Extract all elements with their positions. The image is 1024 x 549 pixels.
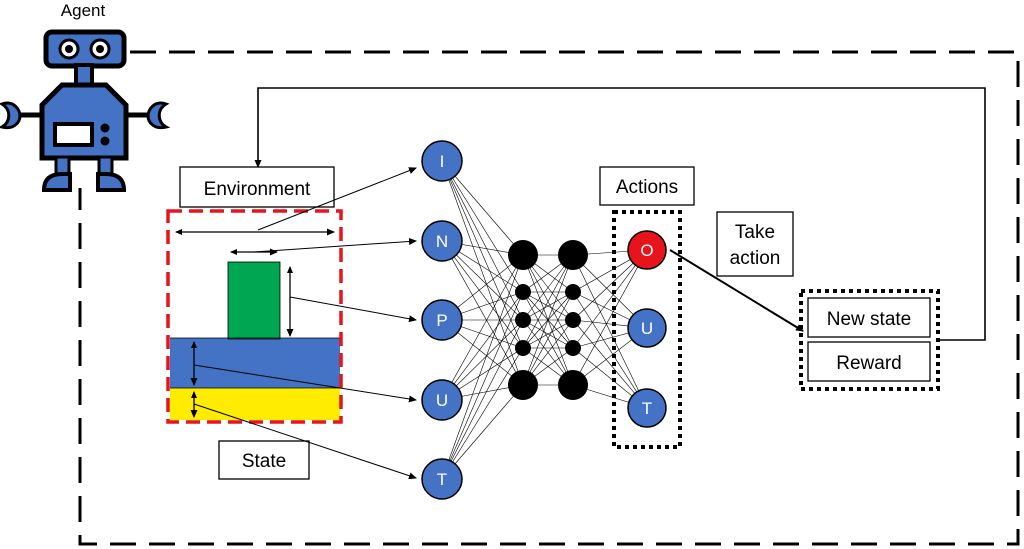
hidden-node (515, 312, 531, 328)
input-node: P (421, 299, 463, 341)
actions-box: Actions (599, 166, 695, 206)
blue-layer (170, 338, 340, 388)
take-action-line1: Take (735, 222, 775, 243)
output-node-label: U (641, 319, 653, 338)
agent-label: Agent (61, 1, 106, 20)
state-label: State (242, 451, 286, 472)
input-node-label: U (436, 391, 448, 410)
take-action-box: Take action (716, 211, 794, 277)
take-action-line2: action (730, 248, 781, 269)
hidden-node (558, 240, 588, 270)
input-node: U (421, 379, 463, 421)
hidden-node (565, 312, 581, 328)
output-group-border (612, 210, 682, 449)
actions-label: Actions (616, 177, 678, 198)
output-node: U (627, 308, 667, 348)
yellow-layer (170, 388, 340, 420)
input-node-label: I (440, 152, 445, 171)
input-node: T (421, 458, 463, 500)
feedback-loop-arrow (254, 87, 986, 341)
output-layer: O U T (627, 230, 667, 428)
hidden-node (508, 240, 538, 270)
output-node-label: O (640, 241, 653, 260)
input-node-label: N (436, 232, 448, 251)
hidden-node (558, 370, 588, 400)
input-node: N (421, 220, 463, 262)
agent-boundary (78, 50, 1020, 546)
input-node: I (421, 140, 463, 182)
output-node-label: T (642, 399, 652, 418)
outcome-box: New state Reward (799, 289, 940, 391)
environment-border (166, 209, 343, 424)
robot-agent-icon: Agent (0, 1, 171, 192)
hidden-node (565, 284, 581, 300)
input-node-label: T (437, 470, 447, 489)
hidden-node (565, 340, 581, 356)
state-box: State (218, 440, 310, 480)
hidden-node (515, 340, 531, 356)
take-action-arrow (669, 249, 804, 332)
input-node-label: P (436, 311, 447, 330)
hidden-node (515, 284, 531, 300)
reward-label: Reward (836, 353, 901, 374)
input-layer: I N P U T (421, 140, 463, 500)
green-block (227, 261, 281, 340)
new-state-label: New state (827, 309, 911, 330)
environment-label: Environment (204, 179, 311, 200)
hidden-node (508, 370, 538, 400)
environment-layers (166, 209, 343, 424)
output-node: O (627, 230, 667, 270)
hidden-layers (508, 240, 588, 400)
environment-box: Environment (179, 166, 335, 208)
network-connections (441, 160, 648, 480)
output-node: T (627, 388, 667, 428)
input-arrows (193, 167, 417, 480)
